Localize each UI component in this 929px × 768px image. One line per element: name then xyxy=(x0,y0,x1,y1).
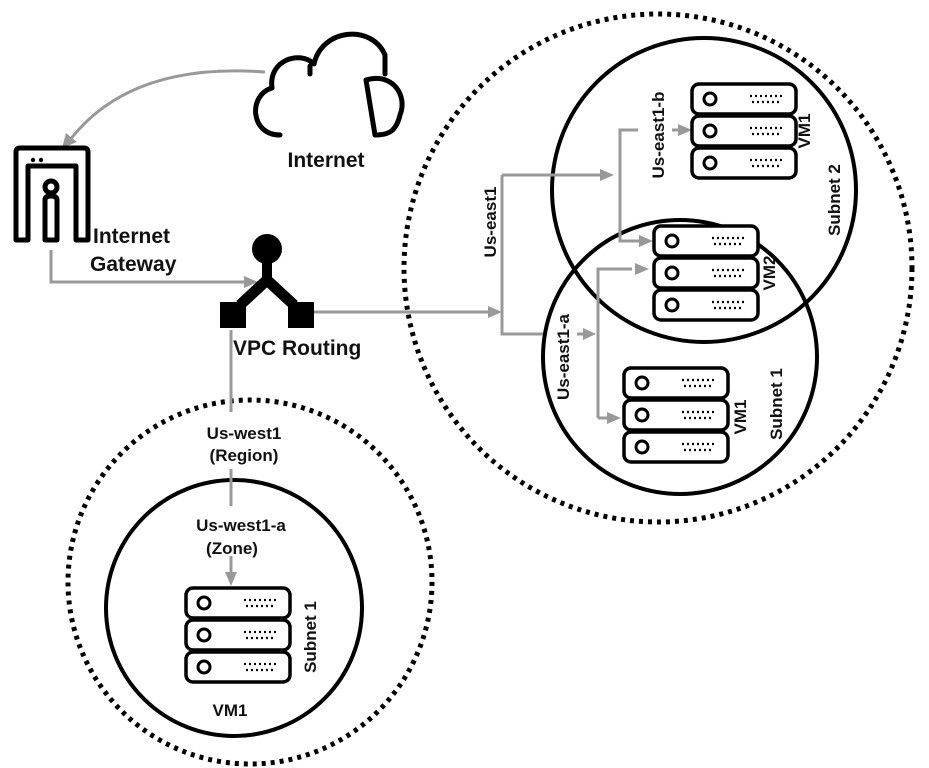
server-icon-east-vm2 xyxy=(652,224,760,322)
arrowhead xyxy=(639,235,653,247)
east-subnet2-vm1-label: VM1 xyxy=(795,114,814,149)
arrowhead xyxy=(225,572,237,586)
edge-east-branch xyxy=(500,175,543,336)
arrowhead xyxy=(244,276,258,288)
gateway-label-line1: Internet xyxy=(93,225,170,248)
gateway-icon xyxy=(13,145,91,243)
server-icon-east-subnet1-vm1 xyxy=(622,366,730,464)
east-vm2-label: VM2 xyxy=(760,256,779,291)
subnet-1-east-circle xyxy=(541,218,819,496)
internet-label: Internet xyxy=(287,149,364,172)
region-us-west1-boundary xyxy=(65,397,435,767)
vpc-routing-label: VPC Routing xyxy=(233,337,361,360)
connectors xyxy=(49,69,692,586)
edge-internet-gateway xyxy=(68,69,266,141)
west-vm1-label: VM1 xyxy=(213,701,248,720)
arrowhead xyxy=(600,169,614,181)
arrowhead xyxy=(488,306,502,318)
subnet-1-west-circle xyxy=(104,478,364,738)
us-west1-label: Us-west1 xyxy=(207,424,282,443)
gateway-label-line2: Gateway xyxy=(90,253,177,276)
us-west1-a-label: Us-west1-a xyxy=(196,516,286,535)
us-east1-a-label: Us-east1-a xyxy=(554,313,573,400)
subnet-2-east-circle xyxy=(550,36,858,344)
server-icon-east-subnet2-vm1 xyxy=(690,82,798,180)
us-east1-b-label: Us-east1-b xyxy=(649,92,668,179)
arrowhead xyxy=(635,263,649,275)
arrowhead xyxy=(62,133,77,148)
arrowhead xyxy=(678,124,692,136)
edge-gateway-router xyxy=(49,250,245,284)
server-icon-west-vm1 xyxy=(184,586,292,684)
east-subnet-1-label: Subnet 1 xyxy=(767,368,786,440)
us-east1-label: Us-east1 xyxy=(481,187,500,258)
router-icon xyxy=(220,234,314,328)
east-subnet1-vm1-label: VM1 xyxy=(731,400,750,435)
arrowhead xyxy=(607,412,621,424)
edge-b-vm2 xyxy=(618,128,640,243)
cloud-icon xyxy=(253,31,405,138)
east-subnet-2-label: Subnet 2 xyxy=(825,164,844,236)
west-subnet-1-label: Subnet 1 xyxy=(301,601,320,673)
region-us-east1-boundary xyxy=(401,11,915,525)
edge-a-vm xyxy=(596,267,632,418)
us-west1-a-zone-label: (Zone) xyxy=(206,539,258,558)
us-west1-region-label: (Region) xyxy=(210,446,279,465)
arrowhead xyxy=(583,328,596,340)
